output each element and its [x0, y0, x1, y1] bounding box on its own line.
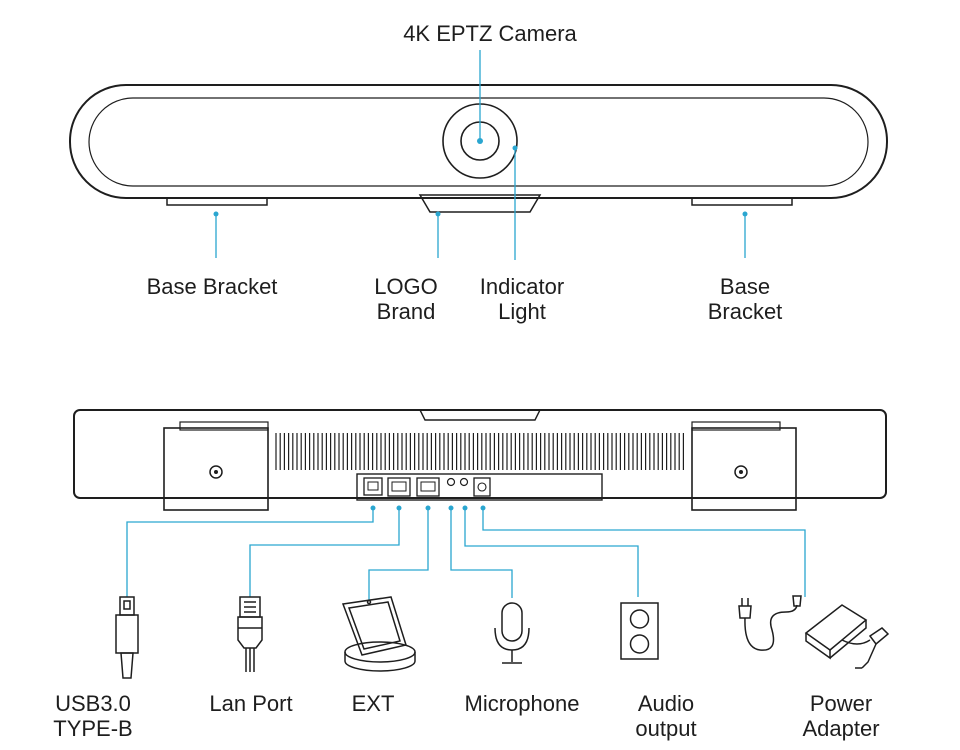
speaker-grille	[275, 433, 685, 470]
microphone-label: Microphone	[464, 691, 580, 716]
left-base-bracket	[166, 197, 268, 206]
mic-jack	[446, 477, 456, 487]
right-base-bracket	[691, 197, 793, 206]
lan-port	[387, 477, 411, 497]
indicator-light-label: Indicator Light	[479, 274, 565, 324]
logo-brand-plate	[418, 194, 542, 213]
left-bracket-label: Base Bracket	[146, 274, 278, 299]
port-panel	[356, 473, 603, 501]
usb-label: USB3.0 TYPE-B	[53, 691, 133, 741]
usb-port	[363, 477, 383, 496]
power-adapter-label: Power Adapter	[802, 691, 880, 741]
front-callouts	[213, 50, 748, 260]
rear-view-device	[73, 409, 887, 511]
microphone-icon	[494, 602, 530, 664]
audio-jack-icon	[620, 602, 659, 660]
ethernet-plug-icon	[237, 596, 263, 672]
power-adapter-icon	[738, 595, 890, 669]
front-view-device	[69, 84, 888, 213]
touch-panel-icon	[341, 596, 416, 672]
power-port	[473, 477, 491, 497]
audio-output-label: Audio output	[635, 691, 697, 741]
logo-brand-label: LOGO Brand	[374, 274, 438, 324]
lan-port-label: Lan Port	[209, 691, 293, 716]
usb-type-b-plug-icon	[115, 596, 139, 679]
rear-left-bracket	[163, 427, 269, 511]
rear-right-bracket	[691, 427, 797, 511]
camera-label: 4K EPTZ Camera	[403, 21, 577, 46]
right-bracket-label: Base Bracket	[707, 274, 783, 324]
ext-port	[416, 477, 440, 497]
ext-label: EXT	[351, 691, 395, 716]
audio-jack	[459, 477, 469, 487]
rear-callouts	[126, 505, 806, 600]
